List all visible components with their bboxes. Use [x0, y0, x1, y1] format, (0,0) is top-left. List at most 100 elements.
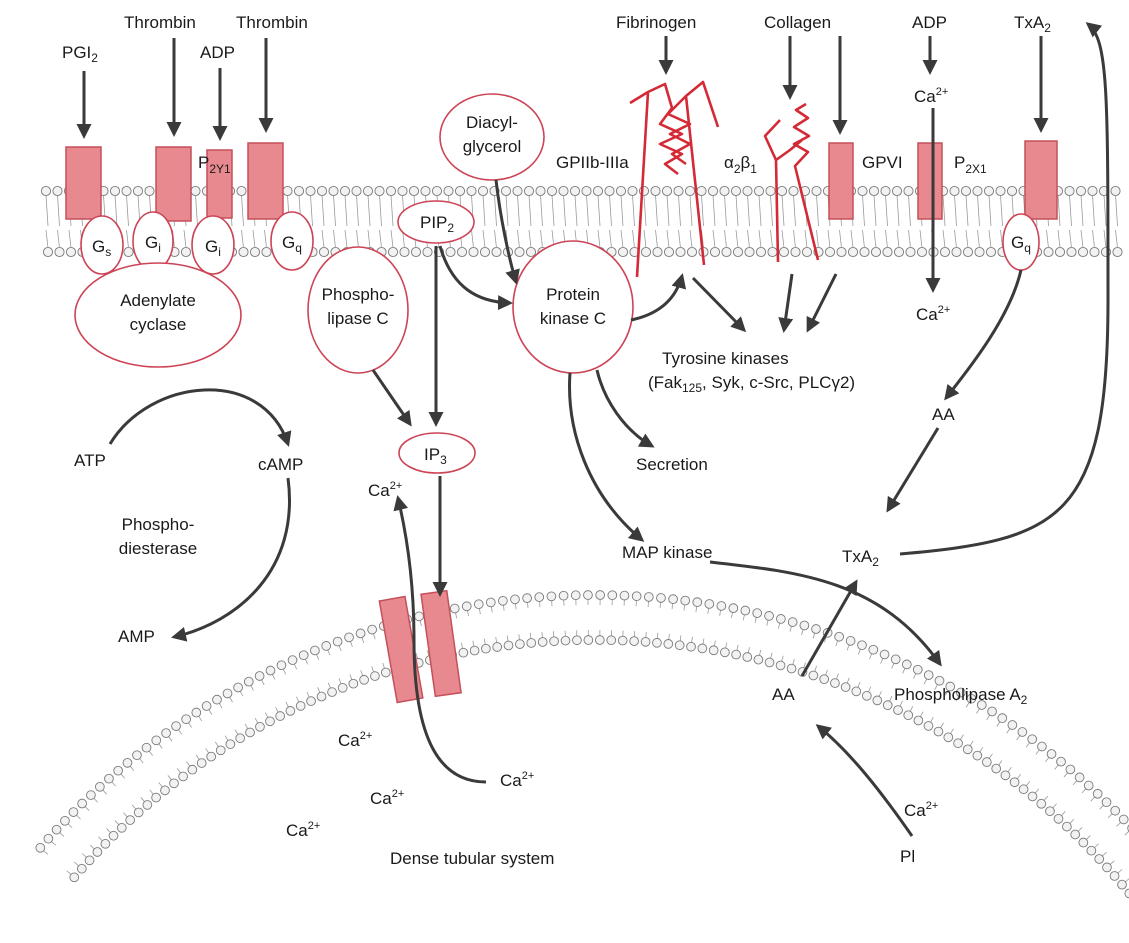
pgi2-receptor — [66, 147, 101, 219]
lipid-tail — [495, 195, 497, 226]
lipid-head — [788, 618, 797, 627]
label-diesterase: diesterase — [119, 539, 197, 558]
lipid-head — [360, 675, 369, 684]
lipid-head — [685, 186, 694, 195]
label-collagen: Collagen — [764, 13, 831, 32]
lipid-head — [262, 247, 271, 256]
lipid-tail — [242, 230, 244, 248]
lipid-tail — [1058, 195, 1060, 226]
lipid-tail — [690, 195, 692, 226]
lipid-head — [722, 247, 731, 256]
lipid-head — [126, 816, 135, 825]
lipid-head — [450, 604, 459, 613]
lipid-head — [802, 247, 811, 256]
lipid-head — [501, 186, 510, 195]
lipid-tail — [253, 230, 255, 248]
lipid-head — [698, 644, 707, 653]
lipid-head — [411, 247, 420, 256]
label-gpvi: GPVI — [862, 153, 903, 172]
lipid-head — [307, 697, 316, 706]
lipid-tail — [794, 230, 796, 248]
label-thrombin-1: Thrombin — [124, 13, 196, 32]
lipid-head — [812, 625, 821, 634]
lipid-head — [641, 637, 650, 646]
lipid-head — [765, 658, 774, 667]
lipid-head — [708, 186, 717, 195]
lipid-head — [319, 247, 328, 256]
lipid-tail — [518, 195, 520, 226]
lipid-head — [733, 247, 742, 256]
lipid-tail — [794, 195, 796, 226]
lipid-head — [743, 186, 752, 195]
lipid-tail — [736, 230, 738, 248]
lipid-head — [860, 247, 869, 256]
lipid-head — [122, 186, 131, 195]
lipid-head — [1055, 247, 1064, 256]
lipid-head — [812, 186, 821, 195]
lipid-head — [462, 602, 471, 611]
lipid-head — [873, 696, 882, 705]
lipid-head — [963, 745, 972, 754]
lipid-tail — [679, 195, 681, 226]
lipid-tail — [771, 195, 773, 226]
lipid-head — [143, 801, 152, 810]
lipid-tail — [736, 195, 738, 226]
lipid-tail — [1070, 230, 1072, 248]
lipid-head — [986, 247, 995, 256]
lipid-head — [664, 640, 673, 649]
lipid-head — [825, 247, 834, 256]
lipid-head — [1066, 765, 1075, 774]
lipid-head — [756, 247, 765, 256]
lipid-head — [467, 186, 476, 195]
lipid-tail — [610, 230, 612, 248]
dense-tubular-membrane — [36, 591, 1129, 898]
label-ca-adp-bottom: Ca2+ — [916, 304, 950, 324]
lipid-head — [934, 727, 943, 736]
lipid-head — [846, 636, 855, 645]
lipid-head — [381, 668, 390, 677]
lipid-tail — [552, 195, 554, 226]
lipid-head — [1001, 771, 1010, 780]
lipid-head — [573, 636, 582, 645]
lipid-tail — [667, 230, 669, 248]
arrow-integrin-tyrosine — [693, 278, 744, 330]
lipid-head — [547, 186, 556, 195]
lipid-head — [731, 186, 740, 195]
lipid-head — [311, 646, 320, 655]
lipid-head — [618, 247, 627, 256]
lipid-head — [973, 751, 982, 760]
lipid-head — [328, 688, 337, 697]
lipid-head — [1047, 750, 1056, 759]
lipid-head — [333, 637, 342, 646]
lipid-head — [831, 679, 840, 688]
lipid-head — [1076, 186, 1085, 195]
lipid-tail — [495, 230, 497, 248]
lipid-head — [653, 638, 662, 647]
lipid-tail — [989, 195, 991, 226]
lipid-head — [182, 715, 191, 724]
lipid-head — [664, 247, 673, 256]
lipid-head — [766, 186, 775, 195]
lipid-head — [1075, 773, 1084, 782]
lipid-head — [133, 751, 142, 760]
lipid-head — [223, 689, 232, 698]
lipid-head — [213, 695, 222, 704]
label-gpiib-iiia: GPIIb-IIIa — [556, 153, 629, 172]
lipid-head — [114, 766, 123, 775]
lipid-head — [498, 596, 507, 605]
lipid-head — [862, 691, 871, 700]
lipid-head — [283, 186, 292, 195]
lipid-head — [1095, 855, 1104, 864]
lipid-head — [368, 625, 377, 634]
lipid-head — [493, 643, 502, 652]
label-pl: Pl — [900, 847, 915, 866]
lipid-tail — [943, 195, 945, 226]
lipid-head — [776, 661, 785, 670]
lipid-head — [596, 591, 605, 600]
lipid-head — [892, 186, 901, 195]
lipid-head — [852, 687, 861, 696]
label-atp: ATP — [74, 451, 106, 470]
lipid-head — [266, 666, 275, 675]
lipid-tail — [368, 195, 370, 226]
lipid-head — [1088, 186, 1097, 195]
